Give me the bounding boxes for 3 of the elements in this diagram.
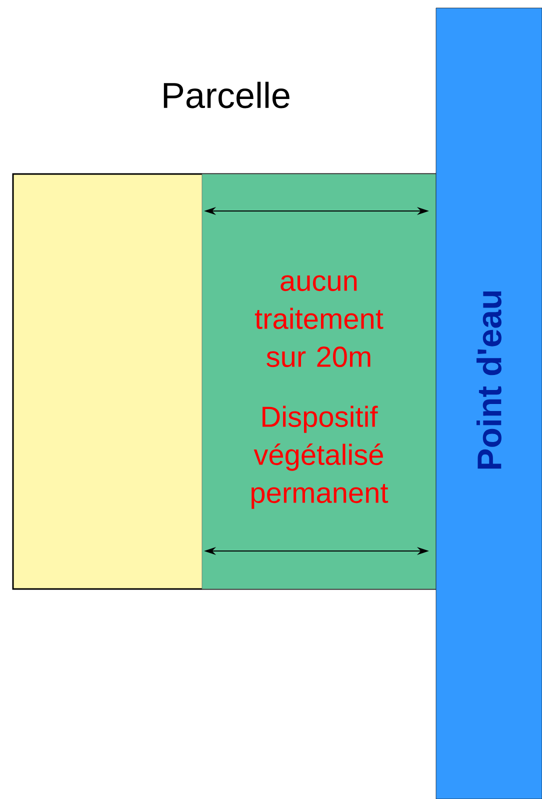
node-label: Parcelle — [164, 82, 290, 108]
water-body-band: Point d'eau — [436, 8, 542, 799]
buffer-strip: aucun traitement sur 20m Dispositif végétalisé permanent — [202, 174, 436, 590]
